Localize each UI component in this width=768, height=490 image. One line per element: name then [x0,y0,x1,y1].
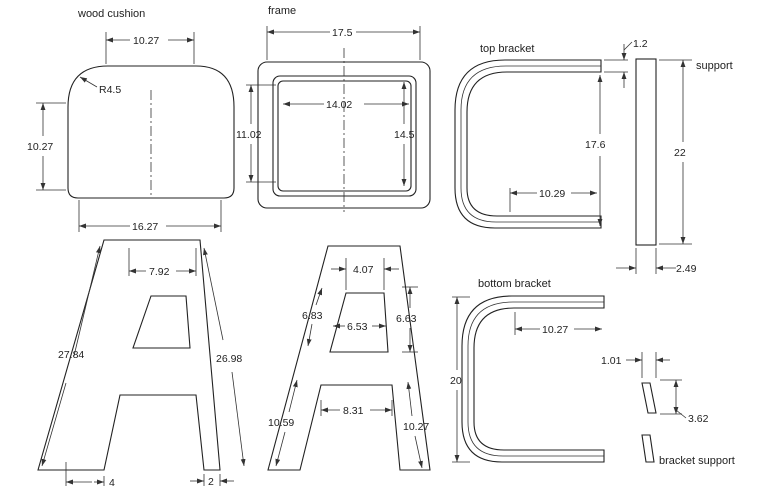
support-label: support [696,60,733,72]
cushion-height-dim: 10.27 [27,141,53,153]
bottombracket-height-dim: 20 [450,375,462,387]
top-bracket-label: top bracket [480,43,534,55]
leg1-right-dim: 26.98 [216,353,242,365]
leg-2-view: 4.07 6.83 6.53 6.63 8.31 10.59 10.27 [267,245,431,471]
frame-view: frame 17.5 14.02 11.02 14.5 [236,5,431,212]
topbracket-height-dim: 17.6 [585,139,606,151]
frame-width-dim: 17.5 [332,27,353,39]
support-outline [635,58,657,246]
bottom-bracket-outline [461,295,605,463]
frame-inner-height-dim: 11.02 [236,129,262,141]
cushion-radius-dim: R4.5 [99,84,121,96]
wood-cushion-view: wood cushion 10.27 R4.5 10.27 16.27 [27,8,235,233]
bottom-bracket-view: bottom bracket 10.27 20 [450,278,605,463]
bottombracket-width-dim: 10.27 [542,324,568,336]
wood-cushion-label: wood cushion [77,8,145,20]
frame-inner-width-dim: 14.02 [326,99,352,111]
frame-height-dim: 14.5 [394,129,415,141]
leg2-top-dim: 4.07 [353,264,374,276]
leg-1-outline [37,239,221,471]
leg2-lower-right-dim: 10.27 [403,421,429,433]
bracketsupport-height-dim: 3.62 [688,413,709,425]
leg-1-view: 7.92 27.84 26.98 4 2 [37,239,246,489]
bracketsupport-width-dim: 1.01 [601,355,622,367]
leg2-upper-left-dim: 6.83 [302,310,323,322]
frame-inner-offset [277,80,412,192]
bracket-support-part-2 [641,434,655,463]
top-bracket-view: top bracket 1.2 17.6 10.29 [454,38,648,229]
leg2-lower-left-dim: 10.59 [268,417,294,429]
bracket-support-view: bracket support 1.01 3.62 [601,352,735,467]
leg2-upper-mid-dim: 6.53 [347,321,368,333]
frame-label: frame [268,5,296,17]
support-height-dim: 22 [674,147,686,159]
leg1-foot-right-dim: 2 [208,476,214,488]
topbracket-width-dim: 10.29 [539,188,565,200]
leg2-upper-right-dim: 6.63 [396,313,417,325]
leg-2-outline [267,245,431,471]
leg2-lower-mid-dim: 8.31 [343,405,364,417]
bottom-bracket-label: bottom bracket [478,278,551,290]
cushion-width-dim: 16.27 [132,221,158,233]
leg1-foot-left-dim: 4 [109,477,115,489]
bracket-support-label: bracket support [659,455,735,467]
support-width-dim: 2.49 [676,263,697,275]
leg1-left-dim: 27.84 [58,349,84,361]
leg-2-window [329,292,389,353]
support-view: support 22 2.49 [616,58,733,275]
frame-inner [272,75,417,197]
leg-1-window [132,295,191,349]
leg1-top-dim: 7.92 [149,266,170,278]
bracket-support-part-1 [641,382,657,414]
topbracket-thickness-dim: 1.2 [633,38,648,50]
cushion-top-dim: 10.27 [133,35,159,47]
wood-cushion-outline [67,65,235,199]
top-bracket-outline [454,59,602,229]
